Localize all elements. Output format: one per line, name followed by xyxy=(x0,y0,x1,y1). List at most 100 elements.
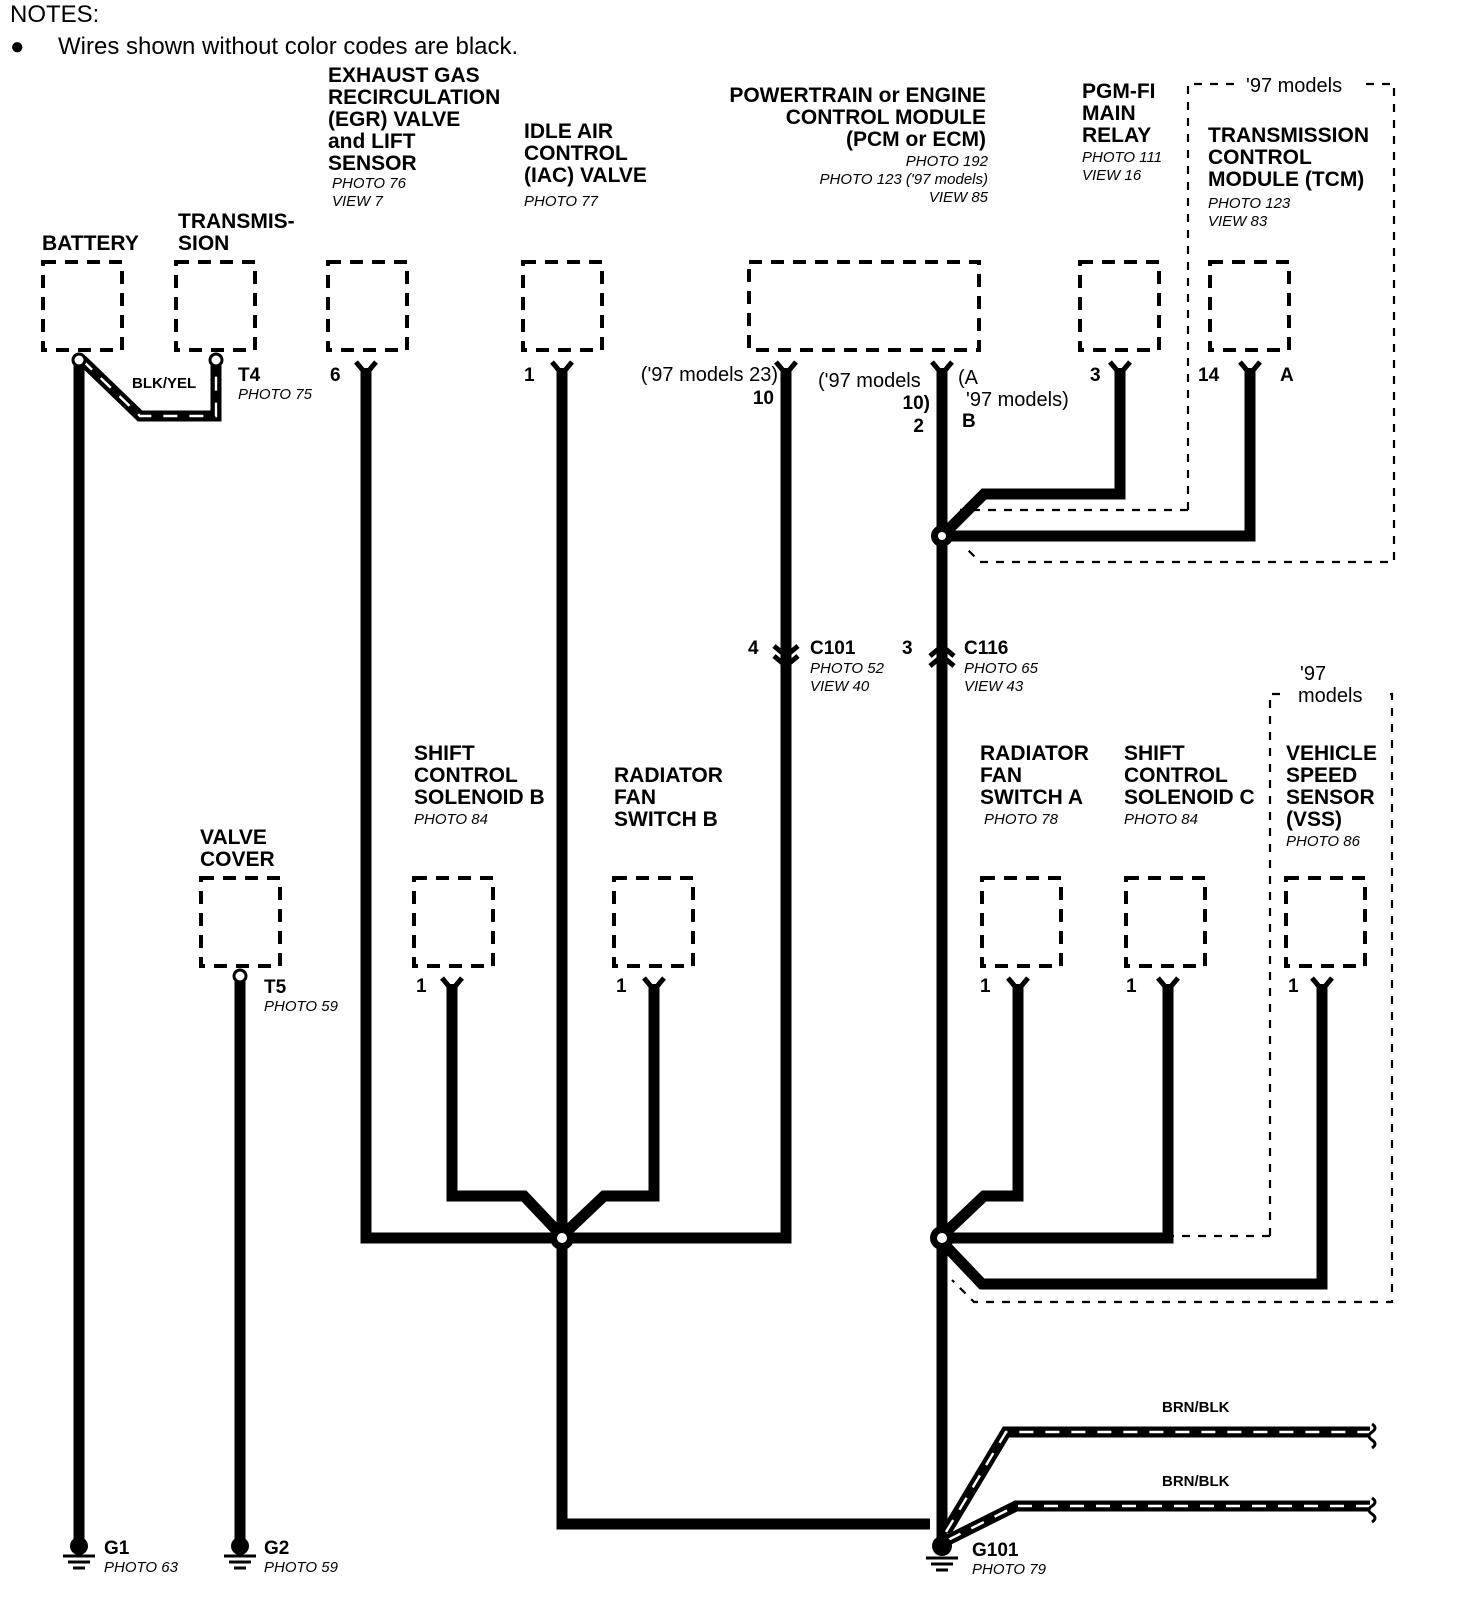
vss-97-enclosure-right xyxy=(951,692,1394,1304)
iac-pin: 1 xyxy=(524,365,535,386)
pgmfi-name-1: PGM-FI xyxy=(1082,80,1156,103)
g101-label: G101 PHOTO 79 xyxy=(972,1540,1047,1578)
battery-box[interactable] xyxy=(41,260,124,352)
pcm-connector-a-97: '97 models) xyxy=(966,389,1069,411)
transmission-terminal: T4 xyxy=(238,365,261,386)
tcm-97-enclosure-right xyxy=(963,82,1396,564)
g101-photo: PHOTO 79 xyxy=(972,1561,1047,1578)
wire-color-blk-yel: BLK/YEL xyxy=(132,375,196,392)
wire-color-brn-blk-2: BRN/BLK xyxy=(1162,1473,1230,1490)
vss-pin-terminal xyxy=(1310,976,1334,994)
pcm-connector-b: B xyxy=(962,411,976,432)
tcm-label: '97 models TRANSMISSION CONTROL MODULE (… xyxy=(1198,75,1369,386)
tcm-box[interactable] xyxy=(1208,260,1291,352)
pgmfi-label: PGM-FI MAIN RELAY PHOTO 111 VIEW 16 3 xyxy=(1082,80,1162,386)
valve-cover-box[interactable] xyxy=(199,876,282,968)
radiator-fan-switch-a-box[interactable] xyxy=(980,876,1063,968)
rfs-a-label: RADIATOR FAN SWITCH A PHOTO 78 1 xyxy=(980,742,1089,997)
valve-cover-name-2: COVER xyxy=(200,848,275,871)
radiator-fan-switch-b-box[interactable] xyxy=(612,876,695,968)
wire-egr xyxy=(360,368,560,1244)
iac-valve-box[interactable] xyxy=(521,260,604,352)
g1-label: G1 PHOTO 63 xyxy=(104,1538,179,1576)
tcm-connector: A xyxy=(1280,365,1294,386)
egr-view: VIEW 7 xyxy=(332,193,384,210)
t4-ring-terminal xyxy=(208,352,224,368)
vss-name-2: SPEED xyxy=(1286,764,1357,787)
g2-label: G2 PHOTO 59 xyxy=(264,1538,339,1576)
scs-b-name-2: CONTROL xyxy=(414,764,518,787)
wire-radiator-fan-switch-a xyxy=(940,984,1024,1238)
wire-blk-yel-stripe xyxy=(81,359,218,418)
battery-name: BATTERY xyxy=(42,232,139,255)
pgmfi-name-2: MAIN xyxy=(1082,102,1136,125)
rfs-a-name-2: FAN xyxy=(980,764,1022,787)
pgmfi-view: VIEW 16 xyxy=(1082,167,1142,184)
rfs-a-name-1: RADIATOR xyxy=(980,742,1089,765)
pcm-pin-left-97: ('97 models 23) xyxy=(641,364,778,386)
egr-valve-box[interactable] xyxy=(326,260,409,352)
pcm-pin-right-97b: 10) xyxy=(903,393,930,414)
scs-b-name-3: SOLENOID B xyxy=(414,786,545,809)
c101-label: 4 C101 PHOTO 52 VIEW 40 xyxy=(748,638,885,695)
tcm-pin-terminal xyxy=(1238,360,1262,378)
tcm-name-3: MODULE (TCM) xyxy=(1208,168,1364,191)
wire-left-splice-to-g101 xyxy=(556,1238,930,1530)
pcm-pin2-terminal xyxy=(930,360,954,378)
egr-name-1: EXHAUST GAS xyxy=(328,64,480,87)
c116-label: 3 C116 PHOTO 65 VIEW 43 xyxy=(902,638,1039,695)
iac-label: IDLE AIR CONTROL (IAC) VALVE PHOTO 77 1 xyxy=(524,120,647,386)
shift-solenoid-c-box[interactable] xyxy=(1124,876,1207,968)
pgmfi-pin-terminal xyxy=(1108,360,1132,378)
egr-photo: PHOTO 76 xyxy=(332,175,407,192)
scs-c-name-1: SHIFT xyxy=(1124,742,1185,765)
vss-label: '97 models VEHICLE SPEED SENSOR (VSS) PH… xyxy=(1286,663,1377,997)
iac-name-2: CONTROL xyxy=(524,142,628,165)
pgmfi-relay-box[interactable] xyxy=(1078,260,1161,352)
scs-c-label: SHIFT CONTROL SOLENOID C PHOTO 84 1 xyxy=(1124,742,1255,997)
c116-photo: PHOTO 65 xyxy=(964,660,1039,677)
egr-label: EXHAUST GAS RECIRCULATION (EGR) VALVE an… xyxy=(328,64,500,386)
pcm-name-1: POWERTRAIN or ENGINE xyxy=(729,84,986,107)
egr-pin: 6 xyxy=(330,365,341,386)
pcm-box[interactable] xyxy=(747,260,981,352)
egr-name-2: RECIRCULATION xyxy=(328,86,500,109)
wire-brn-blk-1 xyxy=(941,1426,1370,1535)
vss-box[interactable] xyxy=(1284,876,1367,968)
c116-connector-symbol xyxy=(928,642,956,668)
transmission-box[interactable] xyxy=(174,260,257,352)
rfs-b-pin-terminal xyxy=(642,976,666,994)
iac-photo: PHOTO 77 xyxy=(524,193,599,210)
pcm-name-2: CONTROL MODULE xyxy=(786,106,986,129)
egr-name-4: and LIFT xyxy=(328,130,416,153)
rfs-b-name-2: FAN xyxy=(614,786,656,809)
shift-solenoid-b-box[interactable] xyxy=(412,876,495,968)
transmission-name-1: TRANSMIS- xyxy=(178,210,295,233)
vss-name-4: (VSS) xyxy=(1286,808,1342,831)
rfs-a-pin-terminal xyxy=(1006,976,1030,994)
tcm-name-2: CONTROL xyxy=(1208,146,1312,169)
tcm-view: VIEW 83 xyxy=(1208,213,1268,230)
c101-pin: 4 xyxy=(748,638,759,659)
rfs-b-pin: 1 xyxy=(616,976,627,997)
wire-brn-blk-2-stripe xyxy=(947,1504,1370,1542)
notes-text: Wires shown without color codes are blac… xyxy=(58,33,518,60)
wire-shift-solenoid-c xyxy=(944,984,1174,1244)
wire-brn-blk-1-stripe xyxy=(944,1430,1370,1533)
wire-radiator-fan-switch-b xyxy=(560,984,660,1238)
scs-b-pin-terminal xyxy=(440,976,464,994)
c116-name: C116 xyxy=(964,638,1008,659)
wire-break-symbol-1 xyxy=(1367,1422,1377,1450)
rfs-a-pin: 1 xyxy=(980,976,991,997)
g2-ground-symbol xyxy=(224,1537,256,1570)
tcm-photo: PHOTO 123 xyxy=(1208,195,1291,212)
valve-cover-name-1: VALVE xyxy=(200,826,267,849)
t5-ring-terminal xyxy=(232,968,248,984)
g2-name: G2 xyxy=(264,1538,289,1559)
transmission-label: TRANSMIS- SION T4 PHOTO 75 BLK/YEL xyxy=(132,210,313,403)
tcm-name-1: TRANSMISSION xyxy=(1208,124,1369,147)
iac-pin-terminal xyxy=(550,360,574,378)
splice-left-dot xyxy=(557,1233,567,1243)
rfs-b-name-1: RADIATOR xyxy=(614,764,723,787)
